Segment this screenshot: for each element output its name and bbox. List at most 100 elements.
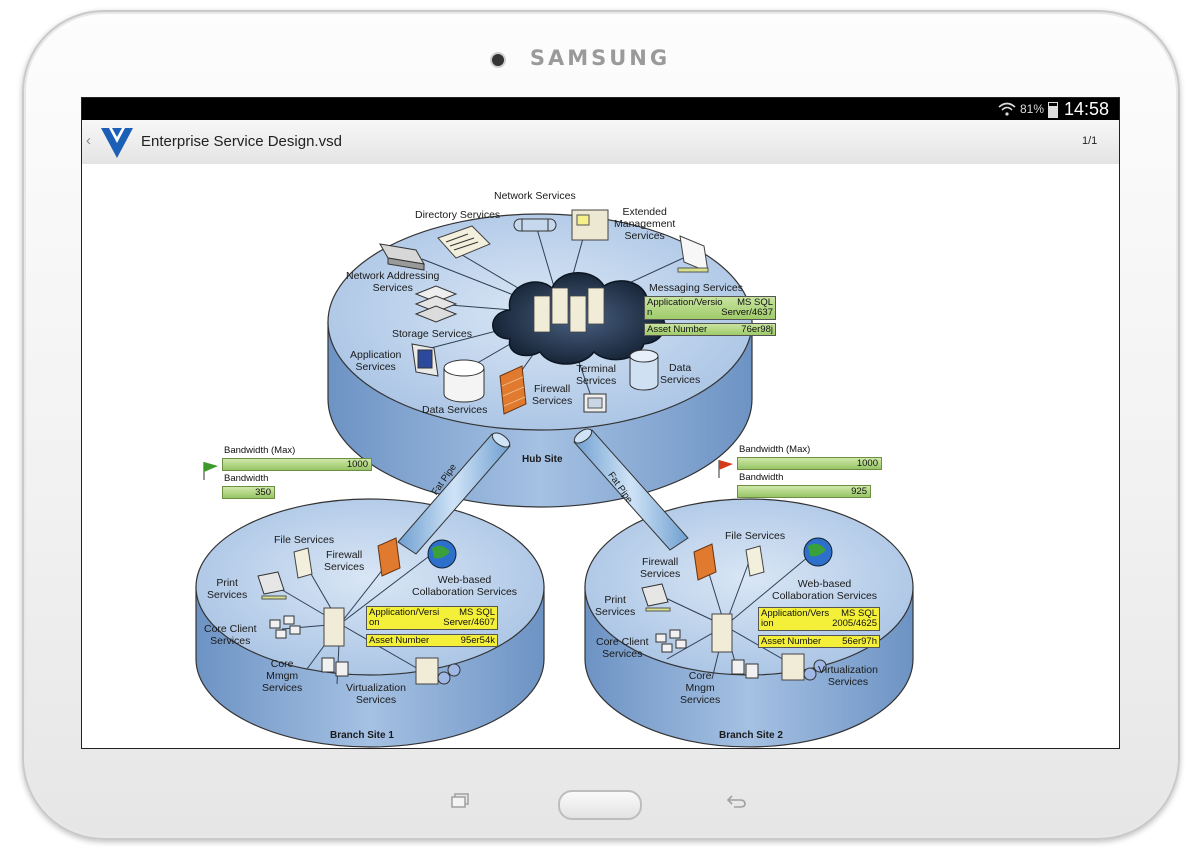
b1-label-web-collab: Web-based Collaboration Services [412, 574, 518, 598]
b2-label-print-services: Print Services [595, 594, 636, 618]
bw-left-max-label: Bandwidth (Max) [224, 445, 296, 456]
b2-asset-value: 56er97h [842, 636, 877, 647]
branch2-firewall-icon [693, 543, 717, 581]
branch1-print-icon [257, 571, 287, 600]
b1-asset-key: Asset Number [369, 635, 430, 646]
camera-icon [492, 54, 504, 66]
b2-asset-number-field: Asset Number 56er97h [758, 635, 880, 648]
b1-label-core-client: Core Client Services [204, 623, 257, 647]
bw-left-max-bar: 1000 [222, 458, 372, 471]
label-network-addressing: Network Addressing Services [346, 270, 440, 294]
label-firewall-services: Firewall Services [532, 383, 573, 407]
label-data-services-left: Data Services [422, 404, 488, 416]
bandwidth-flag-right-icon [718, 460, 733, 478]
directory-services-icon [437, 225, 491, 259]
back-icon[interactable] [726, 793, 748, 814]
home-button[interactable] [558, 790, 642, 820]
b2-app-version-field: Application/Vers ion MS SQL 2005/4625 [758, 607, 880, 631]
branch1-web-collab-icon [427, 539, 457, 569]
battery-level [1049, 105, 1057, 117]
label-storage-services: Storage Services [392, 328, 472, 340]
bw-right-max-label: Bandwidth (Max) [739, 444, 811, 455]
branch2-virtualization-icon [781, 653, 827, 681]
terminal-services-icon [583, 393, 607, 413]
label-messaging-services: Messaging Services [649, 282, 743, 294]
branch1-core-mgmt-icon [321, 657, 349, 677]
data-services-left-icon [443, 359, 485, 403]
battery-icon [1048, 102, 1058, 118]
b1-app-version-value: MS SQL Server/4607 [443, 607, 495, 628]
branch2-web-collab-icon [803, 537, 833, 567]
diagram-canvas: Network Services Directory Services Exte… [82, 164, 1119, 748]
application-services-icon [411, 343, 439, 377]
branch-site-1-title: Branch Site 1 [330, 730, 394, 741]
bw-left-label: Bandwidth [224, 473, 269, 484]
branch2-core-client-icon [655, 629, 687, 653]
b2-label-file-services: File Services [725, 530, 786, 542]
network-addressing-icon [379, 243, 425, 271]
wifi-icon [998, 102, 1016, 119]
branch1-firewall-icon [377, 537, 401, 577]
label-application-services: Application Services [350, 349, 402, 373]
bw-right-bar: 925 [737, 485, 871, 498]
bw-right-max-bar: 1000 [737, 457, 882, 470]
hub-app-version-value: MS SQL Server/4637 [721, 297, 773, 318]
b2-label-firewall-services: Firewall Services [640, 556, 681, 580]
b2-app-version-value: MS SQL 2005/4625 [832, 608, 877, 629]
app-bar: ‹ Enterprise Service Design.vsd 1/1 [82, 120, 1119, 165]
hub-asset-number-field: Asset Number 76er98j [644, 323, 776, 336]
b1-label-virtualization: Virtualization Services [346, 682, 406, 706]
branch1-server-icon [323, 607, 345, 647]
b1-label-core-mgmt: Core Mmgm Services [262, 658, 303, 694]
b2-label-web-collab: Web-based Collaboration Services [772, 578, 878, 602]
label-terminal-services: Terminal Services [576, 363, 617, 387]
branch1-virtualization-icon [415, 657, 461, 685]
document-title: Enterprise Service Design.vsd [141, 133, 342, 150]
page-indicator[interactable]: 1/1 [1082, 135, 1098, 147]
app-logo-icon[interactable] [100, 126, 134, 160]
branch1-core-client-icon [269, 615, 301, 639]
b2-label-core-mgmt: Core Mngm Services [680, 670, 721, 706]
fat-pipe-left [397, 432, 511, 555]
hub-asset-value: 76er98j [741, 324, 773, 335]
b1-asset-number-field: Asset Number 95er54k [366, 634, 498, 647]
branch1-file-services-icon [293, 547, 313, 579]
diagram-drawing [195, 209, 914, 748]
messaging-services-icon [677, 235, 709, 273]
storage-services-icon [414, 285, 458, 323]
recent-apps-icon[interactable] [450, 793, 470, 814]
branch2-file-services-icon [745, 545, 765, 577]
data-services-right-icon [629, 349, 659, 391]
label-network-services: Network Services [494, 190, 576, 202]
b2-label-virtualization: Virtualization Services [818, 664, 878, 688]
hub-firewall-icon [499, 365, 527, 415]
hub-asset-key: Asset Number [647, 324, 708, 335]
bw-left-bar: 350 [222, 486, 275, 499]
hub-app-version-field: Application/Versio n MS SQL Server/4637 [644, 296, 776, 320]
b2-app-version-key: Application/Vers ion [761, 608, 830, 629]
b1-asset-value: 95er54k [460, 635, 495, 646]
bandwidth-flag-left-icon [203, 462, 218, 480]
bw-right-label: Bandwidth [739, 472, 784, 483]
label-directory-services: Directory Services [415, 209, 501, 221]
branch2-print-icon [641, 583, 671, 612]
battery-percent: 81% [1020, 102, 1045, 116]
core-cloud-icon [492, 272, 666, 365]
hub-site-title: Hub Site [522, 454, 563, 465]
branch2-core-mgmt-icon [731, 659, 759, 679]
b2-asset-key: Asset Number [761, 636, 822, 647]
label-data-services-right: Data Services [660, 362, 701, 386]
status-bar: 81% 14:58 [82, 98, 1119, 120]
hub-app-version-key: Application/Versio n [647, 297, 723, 318]
clock: 14:58 [1064, 99, 1110, 119]
b1-label-file-services: File Services [274, 534, 335, 546]
device-screen: 81% 14:58 ‹ Enterprise Service Design.vs… [81, 97, 1120, 749]
b1-app-version-key: Application/Versi on [369, 607, 440, 628]
b1-label-firewall-services: Firewall Services [324, 549, 365, 573]
branch2-server-icon [711, 613, 733, 653]
b1-app-version-field: Application/Versi on MS SQL Server/4607 [366, 606, 498, 630]
back-chevron-icon[interactable]: ‹ [86, 132, 91, 149]
b1-label-print-services: Print Services [207, 577, 248, 601]
network-services-icon [513, 218, 557, 232]
label-extended-management: Extended Management Services [614, 206, 676, 242]
